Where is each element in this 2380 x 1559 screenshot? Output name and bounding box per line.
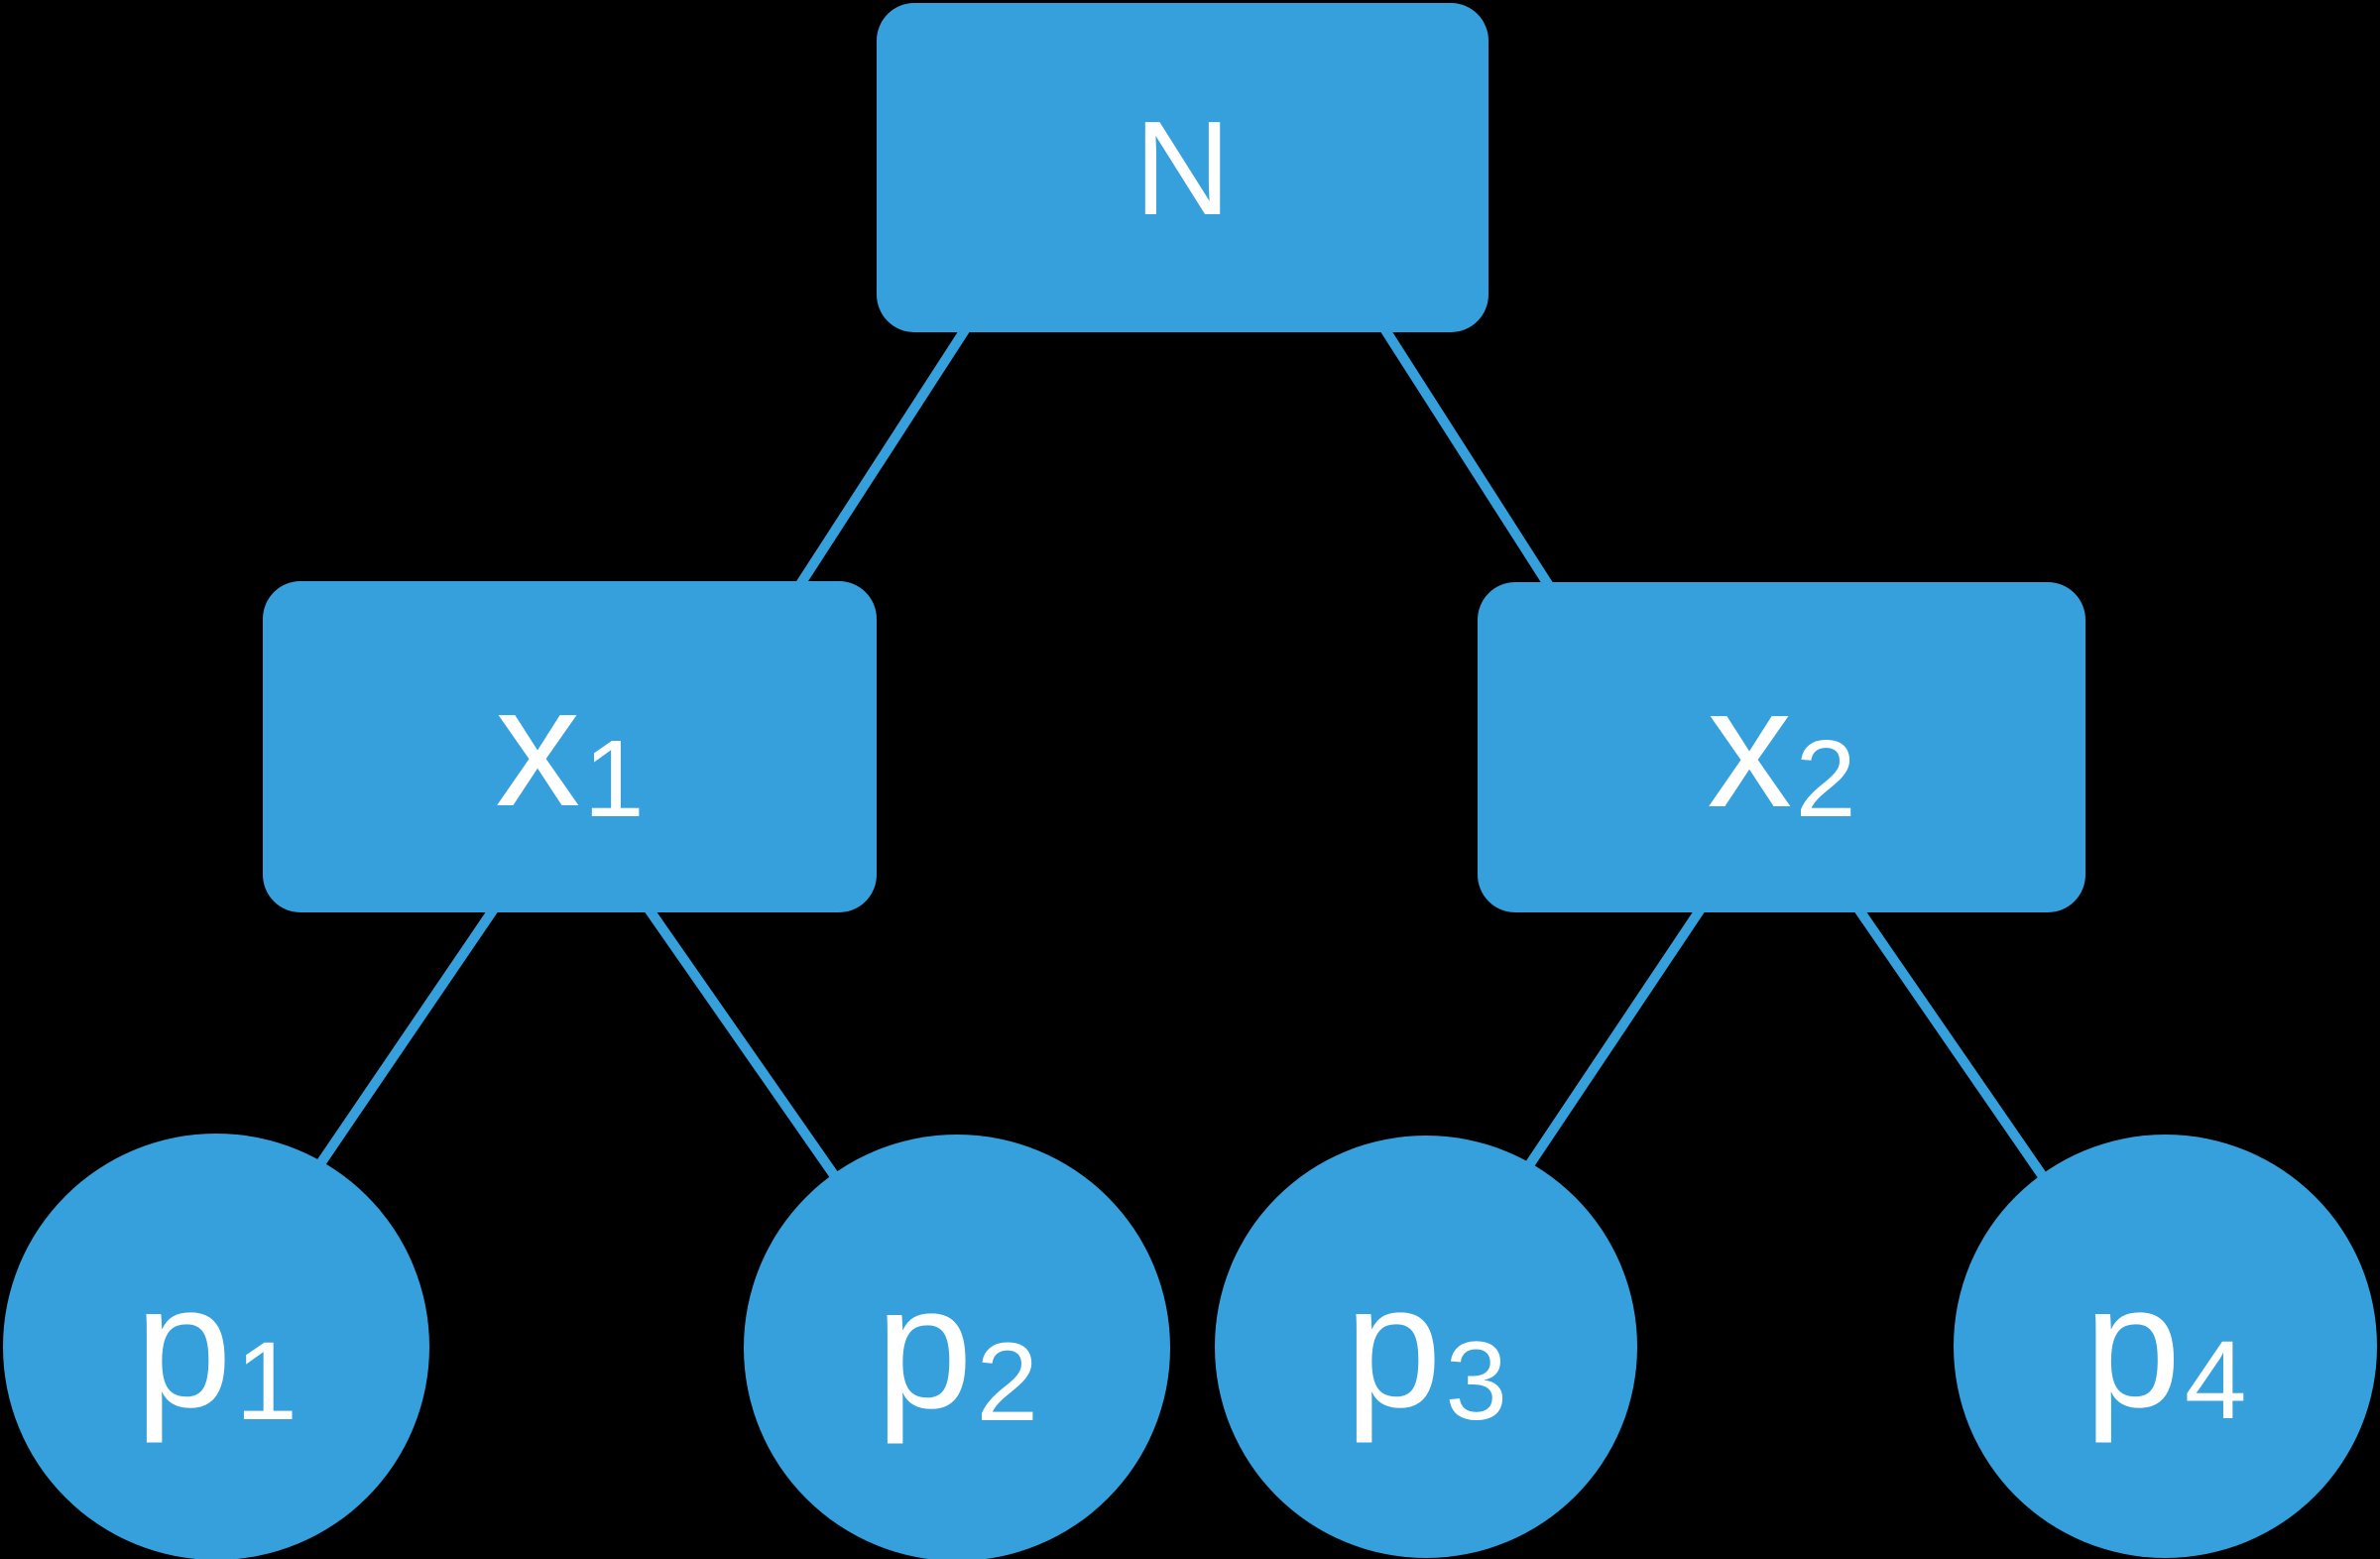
node-p4-subscript: 4 <box>2184 1316 2247 1442</box>
node-p2-label: p <box>876 1251 973 1445</box>
edge-x1-p2 <box>643 904 844 1185</box>
node-root-label: N <box>1133 92 1232 243</box>
edge-x1-p1 <box>312 904 500 1171</box>
node-p4-label: p <box>2083 1249 2182 1444</box>
node-x2-label: x <box>1707 652 1793 843</box>
edge-n-x1 <box>788 319 975 598</box>
node-x2-subscript: 2 <box>1795 718 1856 841</box>
edge-x2-p4 <box>1852 904 2052 1185</box>
node-x1-label: x <box>495 652 581 842</box>
node-root: N <box>877 3 1488 332</box>
edge-x2-p3 <box>1522 904 1707 1171</box>
node-p1-label: p <box>135 1250 232 1444</box>
node-x1-subscript: 1 <box>583 717 645 840</box>
node-p3-subscript: 3 <box>1445 1317 1507 1443</box>
node-p3-label: p <box>1345 1250 1442 1444</box>
node-p1-subscript: 1 <box>235 1317 298 1443</box>
node-p2-subscript: 2 <box>976 1318 1038 1444</box>
edge-n-x2 <box>1375 319 1560 598</box>
